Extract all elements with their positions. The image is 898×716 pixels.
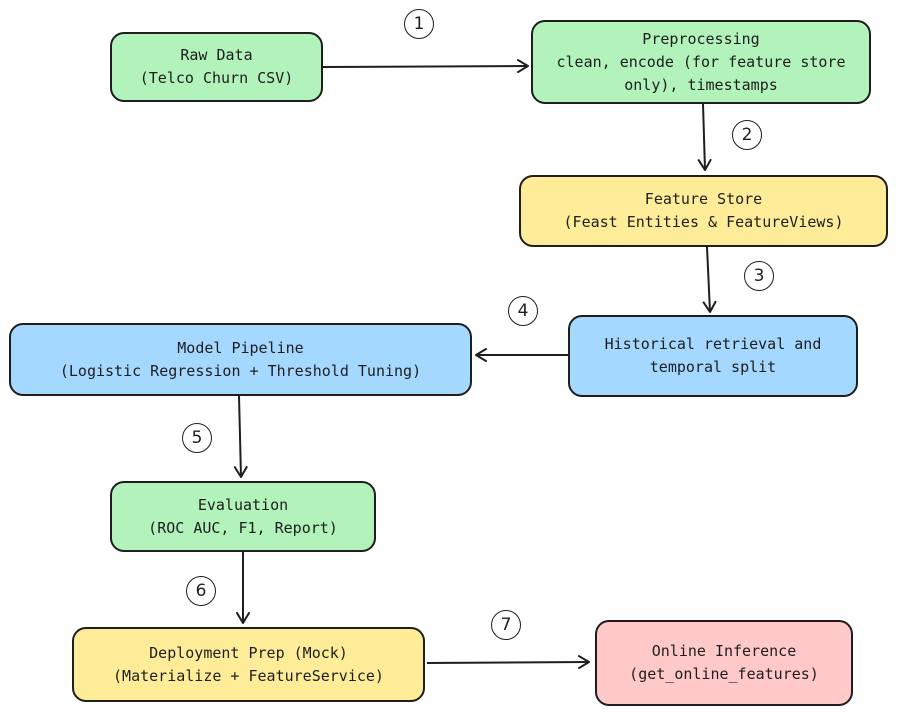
step-2-badge: 2 xyxy=(732,120,762,150)
deployment-prep-node: Deployment Prep (Mock) (Materialize + Fe… xyxy=(72,627,425,702)
arrow-preprocessing-to-featurestore xyxy=(697,103,712,171)
step-5-badge: 5 xyxy=(182,423,212,453)
online-inference-node: Online Inference (get_online_features) xyxy=(595,620,853,706)
historical-retrieval-node: Historical retrieval and temporal split xyxy=(568,315,858,397)
historical-retrieval-subtitle: temporal split xyxy=(649,358,777,376)
evaluation-subtitle: (ROC AUC, F1, Report) xyxy=(148,518,338,537)
raw-data-subtitle: (Telco Churn CSV) xyxy=(139,69,294,87)
step-1-badge: 1 xyxy=(404,9,434,39)
preprocessing-title: Preprocessing xyxy=(642,29,760,48)
online-inference-title: Online Inference xyxy=(651,642,797,660)
step-6-badge: 6 xyxy=(186,576,216,606)
deployment-prep-subtitle: (Materialize + FeatureService) xyxy=(113,666,384,685)
step-3-badge: 3 xyxy=(744,261,774,291)
preprocessing-node: Preprocessing clean, encode (for feature… xyxy=(531,20,871,104)
feature-store-node: Feature Store (Feast Entities & FeatureV… xyxy=(519,175,888,247)
evaluation-node: Evaluation (ROC AUC, F1, Report) xyxy=(110,481,376,552)
arrow-raw-to-preprocessing xyxy=(322,59,529,74)
preprocessing-detail-2: only), timestamps xyxy=(624,75,778,94)
feature-store-title: Feature Store xyxy=(644,190,763,208)
arrow-deployment-to-inference xyxy=(426,655,590,670)
model-pipeline-subtitle: (Logistic Regression + Threshold Tuning) xyxy=(59,361,422,380)
raw-data-node: Raw Data (Telco Churn CSV) xyxy=(110,32,323,102)
deployment-prep-title: Deployment Prep (Mock) xyxy=(149,643,348,662)
feature-store-subtitle: (Feast Entities & FeatureViews) xyxy=(563,213,844,231)
step-4-badge: 4 xyxy=(508,296,538,326)
arrow-model-to-evaluation xyxy=(233,395,248,478)
model-pipeline-node: Model Pipeline (Logistic Regression + Th… xyxy=(9,323,472,396)
arrow-featurestore-to-historical xyxy=(702,246,717,313)
step-7-badge: 7 xyxy=(491,610,521,640)
evaluation-title: Evaluation xyxy=(197,495,289,514)
raw-data-title: Raw Data xyxy=(180,46,253,64)
online-inference-subtitle: (get_online_features) xyxy=(629,665,819,683)
preprocessing-detail-1: clean, encode (for feature store xyxy=(556,52,846,71)
model-pipeline-title: Model Pipeline xyxy=(177,338,304,357)
historical-retrieval-title: Historical retrieval and xyxy=(604,335,822,353)
